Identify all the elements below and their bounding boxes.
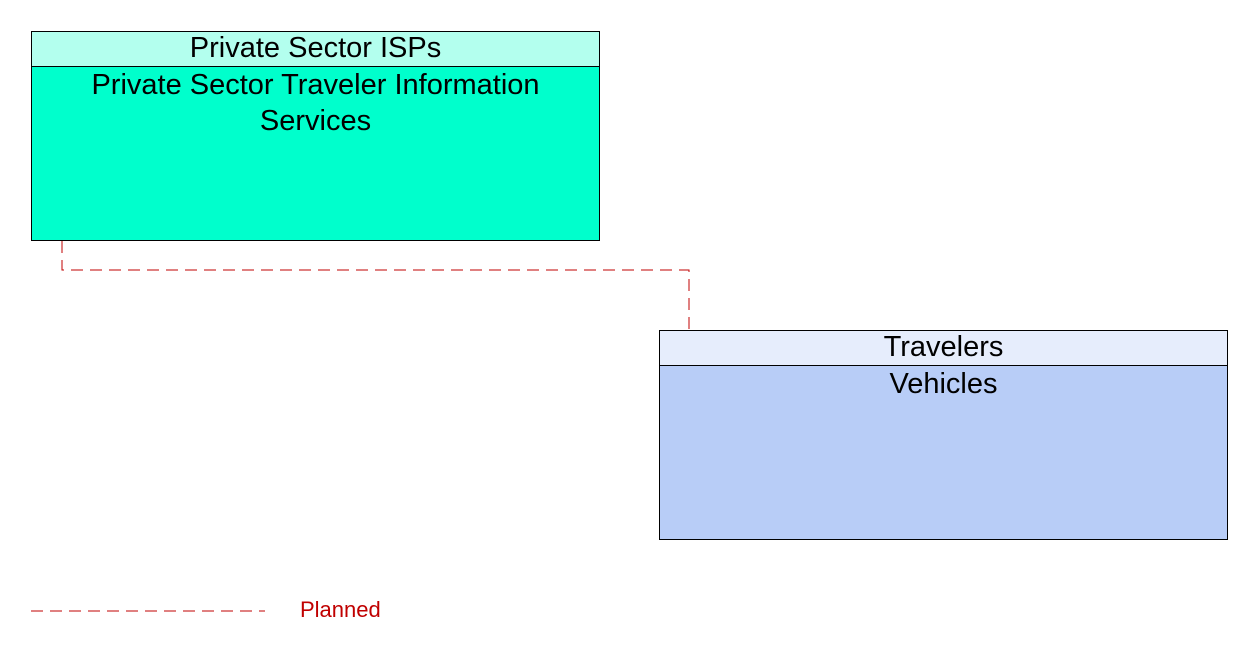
legend-planned-label: Planned xyxy=(300,597,381,622)
vehicles-label: Vehicles xyxy=(660,366,1227,539)
travelers-node[interactable]: Travelers Vehicles xyxy=(659,330,1228,540)
private-sector-isps-node[interactable]: Private Sector ISPs Private Sector Trave… xyxy=(31,31,600,241)
private-sector-traveler-information-services-label: Private Sector Traveler Information Serv… xyxy=(32,67,599,240)
planned-flow-line[interactable] xyxy=(61,241,690,330)
private-sector-isps-header: Private Sector ISPs xyxy=(32,32,599,67)
travelers-header: Travelers xyxy=(660,331,1227,366)
